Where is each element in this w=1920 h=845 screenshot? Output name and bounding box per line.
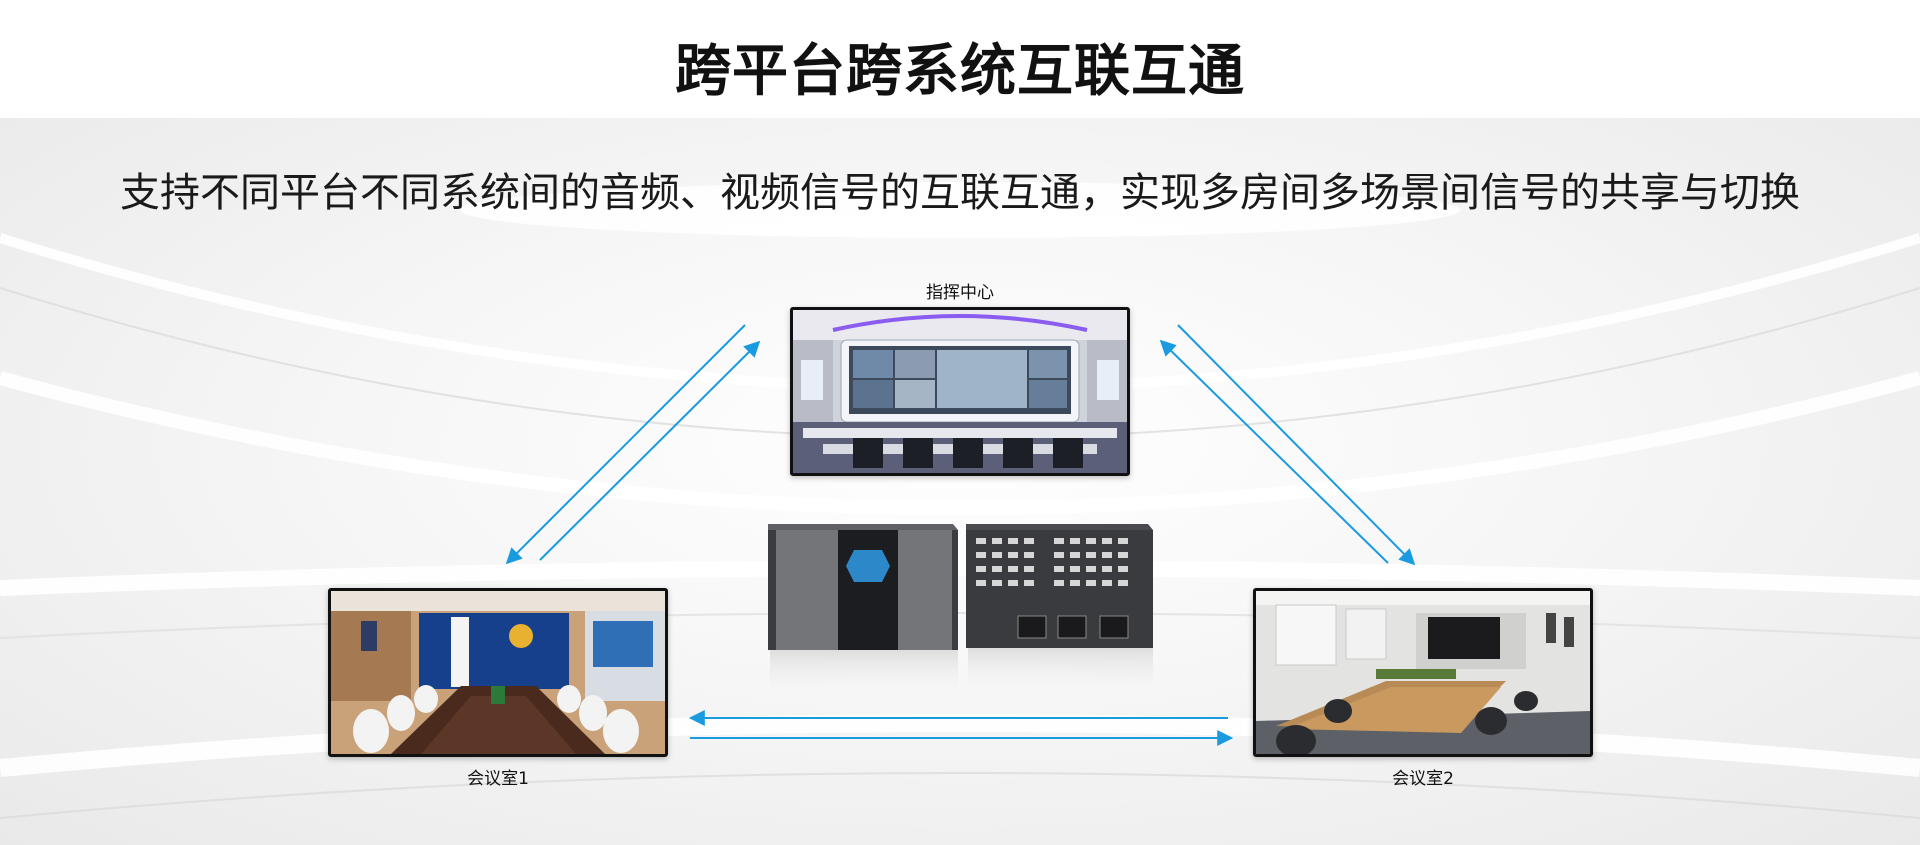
meeting-room-1-label: 会议室1 xyxy=(467,769,529,789)
background-curves xyxy=(0,182,1920,819)
matrix-device-image xyxy=(768,520,1153,710)
subtitle-text: 支持不同平台不同系统间的音频、视频信号的互联互通，实现多房间多场景间信号的共享与… xyxy=(120,170,1800,216)
arrow-room2-to-center xyxy=(1159,339,1389,564)
arrow-center-to-room1 xyxy=(505,324,746,565)
meeting-room-2-photo xyxy=(1253,588,1593,757)
meeting-room-1-photo xyxy=(328,588,668,757)
header-bar: 跨平台跨系统互联互通 xyxy=(0,0,1920,118)
command-center-label: 指挥中心 xyxy=(926,283,994,303)
command-center-photo xyxy=(790,307,1130,476)
page-title: 跨平台跨系统互联互通 xyxy=(675,39,1245,104)
meeting-room-2-label: 会议室2 xyxy=(1392,769,1454,789)
background-hall xyxy=(0,118,1920,845)
arrow-center-to-room2 xyxy=(1177,324,1416,566)
arrow-room1-to-center xyxy=(539,340,761,561)
